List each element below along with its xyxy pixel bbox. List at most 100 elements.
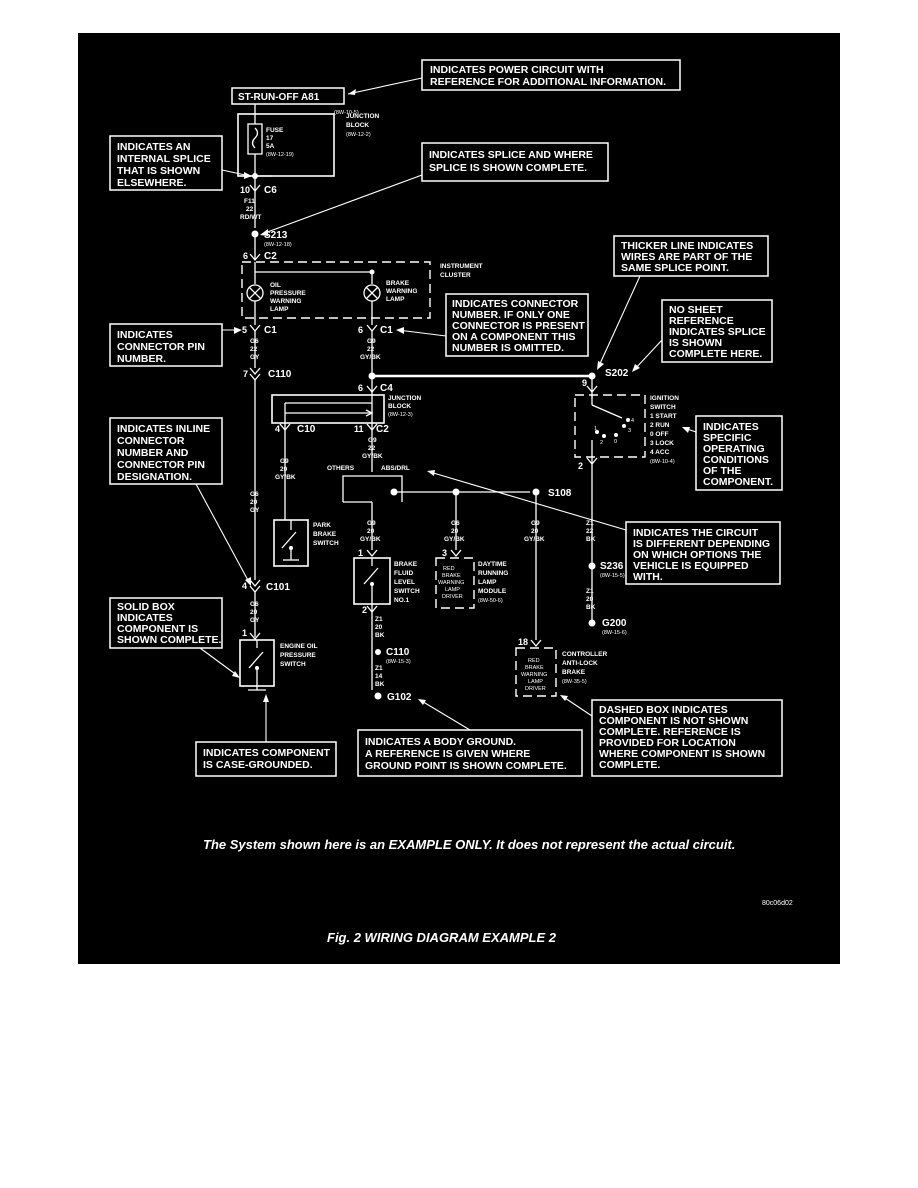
g102-name: G102: [387, 692, 412, 703]
callout-sp-l5: OF THE: [703, 465, 742, 477]
drl-l2: RUNNING: [478, 570, 508, 577]
g6-drl-l2: 20: [451, 528, 459, 535]
ign-pin: 9: [582, 378, 587, 388]
z1-14-l3: BK: [375, 681, 385, 688]
z1-ign-l3: BK: [586, 536, 596, 543]
oil-lamp-l1: OIL: [270, 282, 281, 289]
g9-park-l3: GY/BK: [275, 474, 296, 481]
callout-is-l2: INTERNAL SPLICE: [117, 153, 211, 165]
callout-cd-l5: WITH.: [633, 571, 663, 583]
c1-right-pin: 6: [358, 325, 363, 335]
callout-bg-l2: A REFERENCE IS GIVEN WHERE: [365, 748, 530, 760]
bf-l5: NO.1: [394, 597, 410, 604]
g6-oil-l3: GY: [250, 617, 260, 624]
g9-22-l3: GY/BK: [360, 354, 381, 361]
callout-cd-l3: ON WHICH OPTIONS THE: [633, 549, 761, 561]
drl-l3: LAMP: [478, 579, 497, 586]
brake-lamp-l3: LAMP: [386, 296, 405, 303]
callout-cp-l2: CONNECTOR PIN: [117, 341, 205, 353]
z1-ign-l2: 22: [586, 528, 594, 535]
callout-cn-l5: NUMBER IS OMITTED.: [452, 342, 564, 354]
g6-drl-l1: G6: [451, 520, 460, 527]
callout-cg-l2: IS CASE-GROUNDED.: [203, 759, 313, 771]
c4-pin: 6: [358, 383, 363, 393]
g6-20-l2: 20: [250, 499, 258, 506]
oil-lamp-l3: WARNING: [270, 298, 301, 305]
jb-mid-ref: (8W-12-3): [388, 412, 413, 418]
c6-pin: 10: [240, 185, 250, 195]
callout-sp-l4: CONDITIONS: [703, 454, 769, 466]
g200-ref: (8W-15-6): [602, 630, 627, 636]
abs-pin: 18: [518, 637, 528, 647]
brake-lamp-l2: WARNING: [386, 288, 417, 295]
callout-cd-l2: IS DIFFERENT DEPENDING: [633, 538, 770, 550]
g9-22-l2: 22: [367, 346, 375, 353]
c101-pin: 4: [242, 581, 247, 591]
s202-name: S202: [605, 368, 629, 379]
bf-out-pin: 2: [362, 605, 367, 615]
g6-20-l3: GY: [250, 507, 260, 514]
abs-ref: (8W-35-5): [562, 679, 587, 685]
drl-pin: 3: [442, 548, 447, 558]
ground-g200: [588, 619, 596, 627]
callout-dashed-box: [591, 699, 783, 777]
g9-abs-l3: GY/BK: [524, 536, 545, 543]
callout-tl-l3: SAME SPLICE POINT.: [621, 262, 729, 274]
ign-s4: 3 LOCK: [650, 440, 674, 447]
g6-22-l2: 22: [250, 346, 258, 353]
z1-bf-l1: Z1: [375, 616, 383, 623]
oil-pin: 1: [242, 628, 247, 638]
callout-ns-l2: REFERENCE: [669, 315, 734, 327]
cluster-l2: CLUSTER: [440, 272, 471, 279]
ign-s2: 2 RUN: [650, 422, 670, 429]
c2-top-name: C2: [264, 251, 277, 262]
power-source-label: ST-RUN-OFF A81: [238, 92, 320, 103]
ign-s1: 1 START: [650, 413, 677, 420]
callout-in-l3: NUMBER AND: [117, 447, 189, 459]
callout-in-l5: DESIGNATION.: [117, 471, 192, 483]
callout-cg-l1: INDICATES COMPONENT: [203, 747, 331, 759]
abs-drl-label: ABS/DRL: [381, 465, 410, 472]
bf-l2: FLUID: [394, 570, 413, 577]
callout-bg-l1: INDICATES A BODY GROUND.: [365, 736, 516, 748]
abs-l3: BRAKE: [562, 669, 586, 676]
fuse-ref: (8W-12-19): [266, 152, 294, 158]
callout-power-l1: INDICATES POWER CIRCUIT WITH: [430, 64, 604, 76]
drl-inner2: BRAKE: [442, 573, 461, 579]
callout-internal-splice: [109, 135, 223, 191]
s108-name: S108: [548, 488, 572, 499]
callout-is-l1: INDICATES AN: [117, 141, 191, 153]
abs-inner2: BRAKE: [525, 665, 544, 671]
drl-l4: MODULE: [478, 588, 507, 595]
bf-pin: 1: [358, 548, 363, 558]
abs-inner3: WARNING: [521, 672, 547, 678]
callout-cn-l3: CONNECTOR IS PRESENT: [452, 320, 585, 332]
power-source-ref: (8W-10-5): [334, 110, 359, 116]
brake-lamp-l1: BRAKE: [386, 280, 410, 287]
c110-top-name: C110: [268, 369, 292, 380]
ign-p3: 0: [614, 439, 617, 445]
c110-low-ref: (8W-15-3): [386, 659, 411, 665]
callout-solid-box: [109, 597, 223, 649]
g9-park-l1: G9: [280, 458, 289, 465]
ground-g102: [374, 692, 382, 700]
fuse-l1: FUSE: [266, 127, 284, 134]
oil-sw-l1: ENGINE OIL: [280, 643, 318, 650]
f11-l2: 22: [246, 206, 254, 213]
g200-name: G200: [602, 618, 627, 629]
z1-g200-l2: 20: [586, 596, 594, 603]
cluster-l1: INSTRUMENT: [440, 263, 483, 270]
c1-right-name: C1: [380, 325, 393, 336]
callout-sp-l2: SPECIFIC: [703, 432, 752, 444]
callout-db-l6: COMPLETE.: [599, 759, 660, 771]
callout-bg-l3: GROUND POINT IS SHOWN COMPLETE.: [365, 760, 567, 772]
g9-park-l2: 20: [280, 466, 288, 473]
splice-s236: [588, 562, 596, 570]
oil-sw-l3: SWITCH: [280, 661, 306, 668]
abs-inner1: RED: [528, 658, 540, 664]
ignition-switch-box: [574, 394, 646, 458]
s213-ref: (8W-12-18): [264, 242, 292, 248]
figure-code: 80c06d02: [762, 900, 793, 907]
callout-db-l2: COMPONENT IS NOT SHOWN: [599, 715, 748, 727]
callout-cd-l4: VEHICLE IS EQUIPPED: [633, 560, 749, 572]
